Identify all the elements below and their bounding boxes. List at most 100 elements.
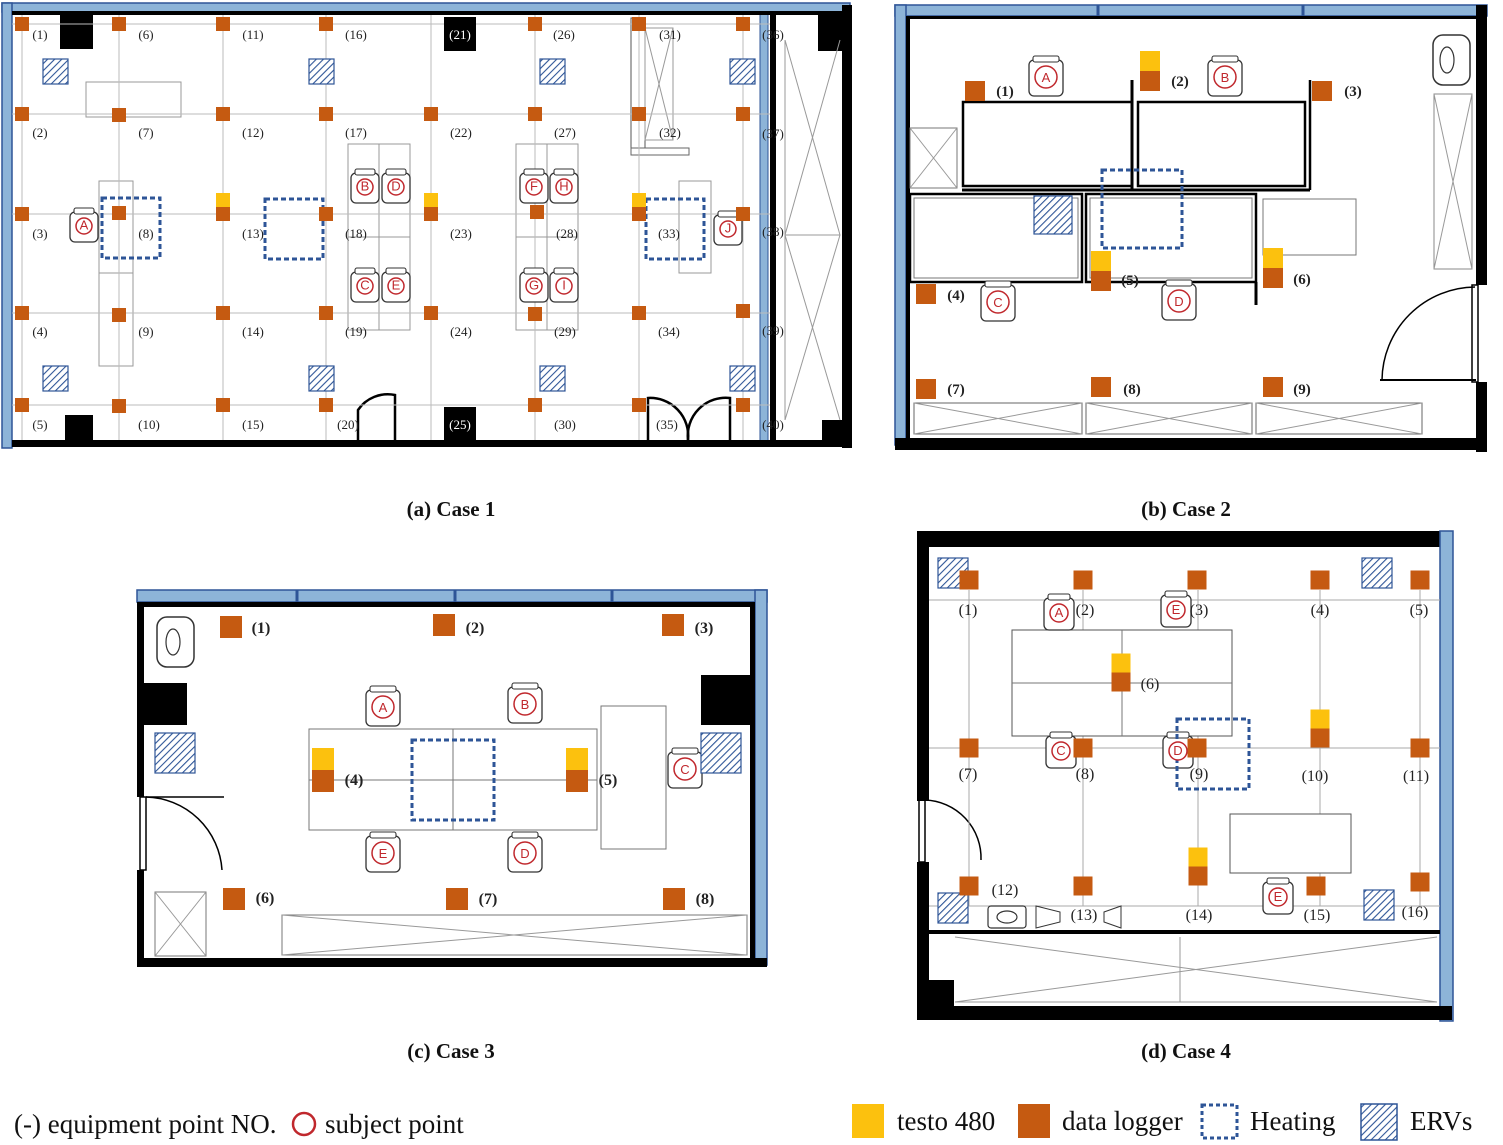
point-number-label: (24) — [450, 324, 472, 339]
equipment-point: (19) — [319, 306, 367, 339]
subject-circle-icon — [555, 277, 573, 295]
data-logger-marker — [446, 888, 468, 910]
testo-marker — [1140, 51, 1160, 71]
data-logger-marker — [566, 770, 588, 792]
equipment-point: (28) — [530, 205, 578, 241]
subject-circle-icon — [371, 695, 395, 719]
equipment-point: (18) — [319, 207, 367, 241]
subject-circle-icon — [1049, 603, 1069, 623]
point-number-label: (16) — [1402, 904, 1429, 921]
case3-equipment-points: (1)(2)(3)(4)(5)(6)(7)(8) — [220, 614, 714, 910]
equipment-point: (3) — [662, 614, 713, 637]
subject-point: C — [356, 277, 374, 295]
erv-marker — [1361, 557, 1393, 589]
case4-floor-plan: (1)(2)(3)(4)(5)(6)(7)(8)(9)(10)(11)(12)(… — [917, 530, 1454, 1022]
subject-point: E — [387, 277, 405, 295]
data-logger-marker — [528, 107, 542, 121]
equipment-point: (31) — [632, 17, 681, 42]
subject-circle-icon — [371, 841, 395, 865]
subject-point: D — [1167, 289, 1191, 313]
data-logger-marker — [216, 306, 230, 320]
testo-marker — [566, 748, 588, 770]
point-number-label: (16) — [345, 27, 367, 42]
point-number-label: (29) — [554, 324, 576, 339]
subject-circle-icon — [525, 178, 543, 196]
erv-marker — [700, 732, 742, 774]
equipment-point: (6) — [1263, 248, 1311, 288]
equipment-point: (6) — [1111, 653, 1159, 693]
equipment-point: (8) — [1073, 738, 1095, 783]
equipment-point: (6) — [112, 17, 154, 42]
data-logger-marker — [1312, 81, 1332, 101]
legend-subject: subject point — [325, 1109, 464, 1139]
point-number-label: (14) — [242, 324, 264, 339]
case2-walls — [894, 4, 1488, 452]
data-logger-marker — [15, 207, 29, 221]
data-logger-marker — [916, 284, 936, 304]
equipment-point: (32) — [632, 107, 681, 140]
subject-circle-icon — [1167, 289, 1191, 313]
subject-circle-icon — [1213, 65, 1237, 89]
point-number-label: (23) — [450, 226, 472, 241]
equipment-point: (22) — [424, 107, 472, 140]
subject-point: C — [1051, 741, 1071, 761]
equipment-point: (34) — [632, 306, 680, 339]
caption-case1: (a) Case 1 — [407, 497, 496, 521]
erv-marker — [42, 58, 69, 85]
subject-letter: E — [1172, 602, 1181, 617]
legend-logger: data logger — [1062, 1106, 1183, 1136]
equipment-point: (20) — [319, 398, 359, 432]
point-number-label: (8) — [1076, 766, 1095, 783]
point-number-label: (27) — [554, 125, 576, 140]
subject-point: B — [513, 692, 537, 716]
point-number-label: (3) — [1344, 84, 1362, 100]
subject-circle-icon — [673, 757, 697, 781]
subject-circle-icon — [1034, 65, 1058, 89]
case1-erv-markers — [42, 58, 756, 392]
heating-zone — [410, 738, 496, 822]
case3-walls — [136, 589, 768, 967]
data-logger-marker — [424, 306, 438, 320]
data-logger-marker — [530, 205, 544, 219]
data-logger-marker — [1306, 876, 1326, 896]
erv-marker — [1033, 195, 1073, 235]
testo-marker — [1310, 709, 1330, 729]
equipment-point: (5) — [566, 748, 617, 792]
data-logger-marker — [216, 207, 230, 221]
data-logger-marker — [959, 570, 979, 590]
data-logger-marker — [736, 207, 750, 221]
data-logger-marker — [319, 306, 333, 320]
equipment-point: (24) — [424, 306, 472, 339]
case1-walls — [1, 2, 852, 449]
data-logger-marker — [528, 17, 542, 31]
data-logger-marker — [112, 108, 126, 122]
data-logger-marker — [965, 81, 985, 101]
subject-point: A — [1034, 65, 1058, 89]
point-number-label: (17) — [345, 125, 367, 140]
subject-letter: D — [391, 179, 400, 194]
point-number-label: (6) — [256, 890, 275, 907]
point-number-label: (1) — [996, 84, 1014, 100]
data-logger-marker — [1187, 570, 1207, 590]
legend-logger-icon — [1018, 1104, 1050, 1138]
point-number-label: (7) — [959, 766, 978, 783]
testo-marker — [424, 193, 438, 207]
testo-marker — [1091, 251, 1111, 271]
heating-zone — [1100, 168, 1184, 250]
data-logger-marker — [216, 17, 230, 31]
point-number-label: (2) — [1076, 602, 1095, 619]
column-block — [444, 407, 476, 441]
subject-circle-icon — [387, 277, 405, 295]
data-logger-marker — [736, 107, 750, 121]
subject-letter: G — [529, 278, 539, 293]
legend-testo-icon — [852, 1104, 884, 1138]
equipment-point: (40) — [736, 398, 784, 432]
equipment-point: (35) — [632, 398, 678, 432]
data-logger-marker — [1187, 738, 1207, 758]
equipment-point: (17) — [319, 107, 367, 140]
equipment-point: (23) — [424, 193, 472, 241]
subject-circle-icon — [356, 178, 374, 196]
heating-zone — [263, 197, 325, 261]
